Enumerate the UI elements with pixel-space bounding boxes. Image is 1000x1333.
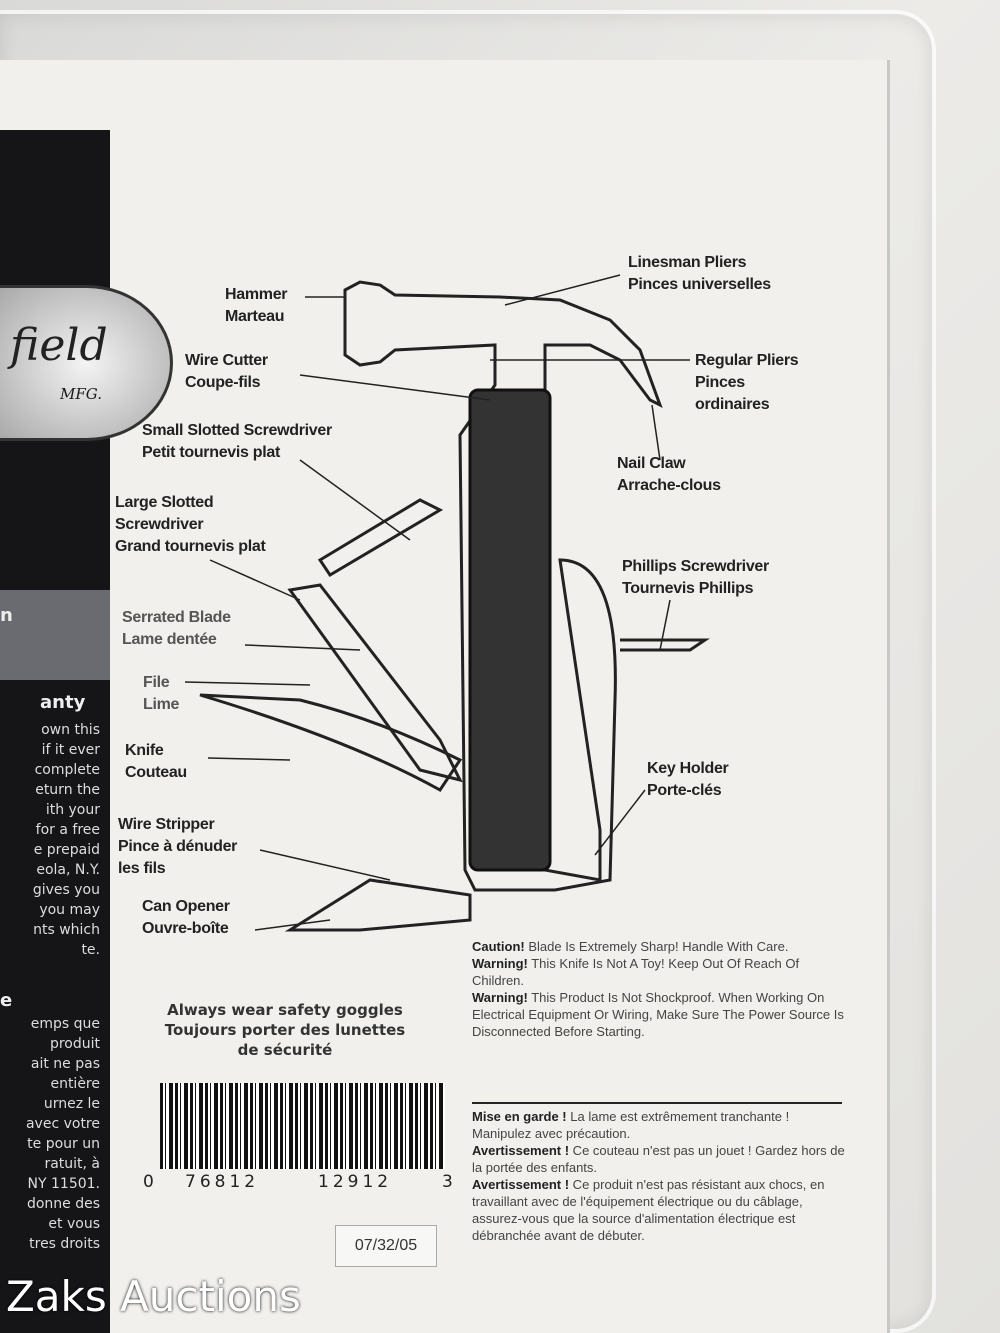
phillips-screwdriver [620,638,710,652]
packaging-card [0,60,890,1333]
serrated-blade [287,583,463,783]
barcode-digits-left: 76812 [185,1172,260,1192]
watermark: Zaks Auctions [6,1272,301,1321]
panel-text-line: gives you [32,882,100,898]
panel-text-line: own this [41,722,100,738]
panel-text-line: nts which [33,922,100,938]
panel-text-line: te. [81,942,100,958]
can-opener [284,878,472,932]
panel-text-line: eola, N.Y. [36,862,100,878]
panel-text-line: urnez le [43,1096,100,1112]
panel-text-line: emps que [30,1016,100,1032]
panel-text-line: you may [39,902,100,918]
date-sticker: 07/32/05 [335,1225,437,1267]
brand-logo [0,285,173,441]
panel-text-line: produit [49,1036,100,1052]
panel-text-line: ait ne pas [30,1056,100,1072]
section-heading: n [0,605,13,626]
panel-text-line: avec votre [25,1116,100,1132]
panel-text-line: e prepaid [33,842,100,858]
warnings-english: Caution! Blade Is Extremely Sharp! Handl… [472,939,844,1039]
warranty-heading: anty [40,692,86,713]
warnings-french: Mise en garde ! La lame est extrêmement … [472,1109,845,1243]
panel-text-line: tres droits [29,1236,100,1252]
panel-text-line: if it ever [41,742,100,758]
barcode-digit-check: 3 [442,1172,453,1192]
knife-blade [199,693,463,792]
panel-text-line: ith your [45,802,100,818]
panel-text-line: et vous [48,1216,100,1232]
leader-lines [184,274,690,931]
warranty-text: own this if it ever complete eturn the ith y… [0,720,100,960]
large-screwdriver [317,498,444,578]
barcode [160,1083,445,1169]
left-panel-section [0,590,110,680]
hammer-outline [343,280,663,892]
barcode-digits-right: 12912 [318,1172,393,1192]
panel-text-line: te pour un [27,1136,100,1152]
panel-text-line: ratuit, à [44,1156,100,1172]
panel-text-line: for a free [35,822,100,838]
garantie-text: emps que produit ait ne pas entière urnez le… [0,1014,100,1254]
barcode-digit-0: 0 [143,1172,154,1192]
handle-grip [468,388,552,872]
panel-text-line: donne des [26,1196,100,1212]
logo-text: field [10,320,108,371]
divider [472,1102,842,1104]
panel-text-line: complete [34,762,100,778]
garantie-heading: e [0,990,13,1011]
panel-text-line: eturn the [35,782,100,798]
panel-text-line: NY 11501. [27,1176,100,1192]
panel-text-line: entière [50,1076,100,1092]
multitool-diagram [184,274,710,932]
logo-sub: MFG. [60,385,102,403]
